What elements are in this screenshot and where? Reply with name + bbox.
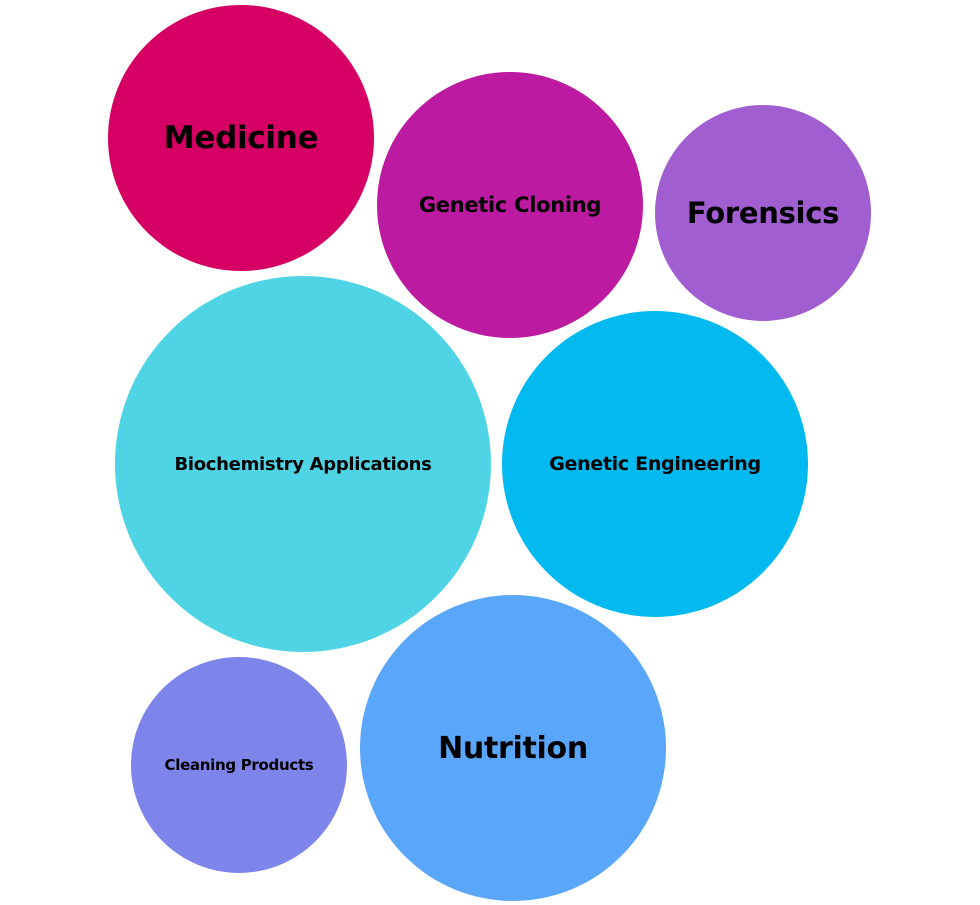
bubble-label-cleaning-products: Cleaning Products [164,756,314,774]
bubble-label-medicine: Medicine [163,120,319,156]
bubble-label-nutrition: Nutrition [438,730,588,766]
bubble-genetic-cloning: Genetic Cloning [377,72,643,338]
bubble-medicine: Medicine [108,5,374,271]
bubble-label-genetic-cloning: Genetic Cloning [418,193,602,217]
bubble-label-forensics: Forensics [686,196,840,230]
bubble-nutrition: Nutrition [360,595,666,901]
bubble-forensics: Forensics [655,105,871,321]
bubble-cleaning-products: Cleaning Products [131,657,347,873]
bubble-label-biochemistry-applications: Biochemistry Applications [174,453,432,475]
bubble-biochemistry-applications: Biochemistry Applications [115,276,491,652]
bubble-genetic-engineering: Genetic Engineering [502,311,808,617]
bubble-label-genetic-engineering: Genetic Engineering [549,453,761,475]
